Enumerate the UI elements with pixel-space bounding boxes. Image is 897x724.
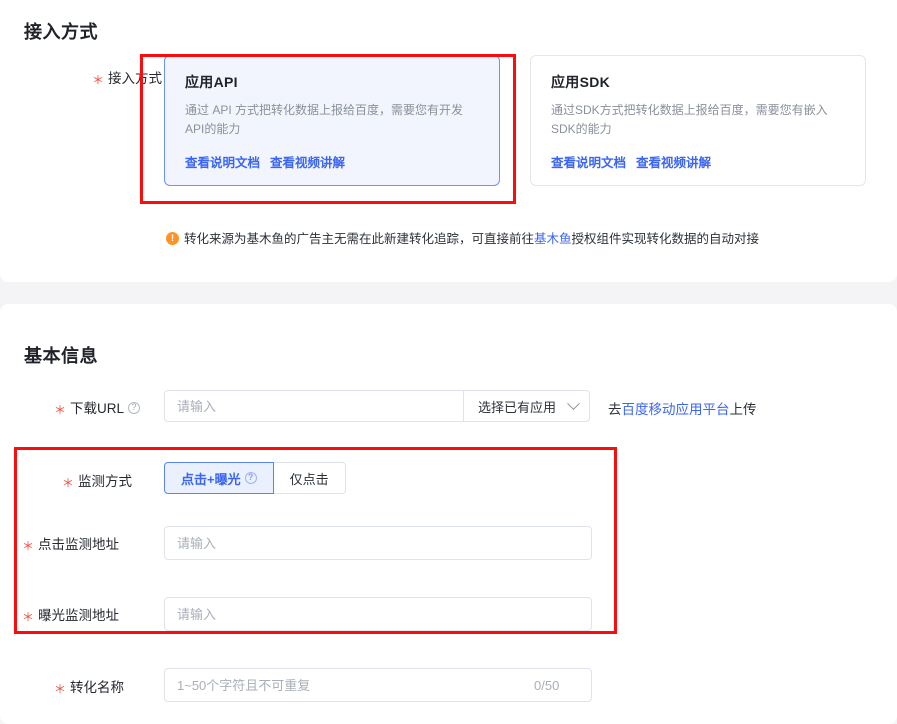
notice-text-before: 转化来源为基木鱼的广告主无需在此新建转化追踪，可直接前往 — [184, 232, 535, 246]
access-method-panel: 接入方式 ＊ 接入方式 应用API 通过 API 方式把转化数据上报给百度，需要您… — [0, 0, 897, 282]
help-icon[interactable] — [128, 401, 141, 414]
impression-monitor-url-label-text: 曝光监测地址 — [38, 608, 120, 623]
access-notice: 转化来源为基木鱼的广告主无需在此新建转化追踪，可直接前往基木鱼授权组件实现转化数… — [166, 228, 759, 247]
impression-monitor-url-input[interactable] — [164, 597, 592, 631]
required-star-icon: ＊ — [22, 539, 35, 553]
required-star-icon: ＊ — [22, 610, 35, 624]
conversion-name-label: ＊转化名称 — [54, 676, 124, 697]
access-method-field-label: ＊ 接入方式 — [62, 67, 162, 88]
monitor-mode-option-click-impression-label: 点击+曝光 — [181, 471, 241, 487]
conversion-name-label-text: 转化名称 — [70, 680, 125, 695]
download-url-label-text: 下载URL — [70, 401, 125, 416]
app-sdk-doc-link[interactable]: 查看说明文档 — [551, 156, 627, 170]
baidu-mobile-platform-link[interactable]: 百度移动应用平台 — [621, 402, 730, 417]
upload-suffix: 上传 — [729, 402, 757, 417]
option-card-app-api-description: 通过 API 方式把转化数据上报给百度，需要您有开发API的能力 — [185, 103, 464, 136]
option-card-app-sdk-description: 通过SDK方式把转化数据上报给百度，需要您有嵌入SDK的能力 — [551, 103, 828, 136]
option-card-app-sdk-links: 查看说明文档查看视频讲解 — [551, 152, 845, 171]
jimuyu-link[interactable]: 基木鱼 — [534, 232, 572, 246]
impression-monitor-url-label: ＊曝光监测地址 — [22, 604, 119, 625]
app-api-doc-link[interactable]: 查看说明文档 — [185, 156, 261, 170]
upload-prefix: 去 — [608, 402, 622, 417]
click-monitor-url-label-text: 点击监测地址 — [38, 537, 120, 552]
click-monitor-url-label: ＊点击监测地址 — [22, 533, 119, 554]
option-card-app-api-title: 应用API — [185, 74, 238, 90]
monitor-mode-label-text: 监测方式 — [78, 474, 133, 489]
chevron-down-icon — [567, 396, 580, 410]
monitor-mode-toggle-group: 点击+曝光 仅点击 — [164, 462, 346, 494]
access-method-label-text: 接入方式 — [108, 71, 162, 86]
basic-info-panel: 基本信息 ＊下载URL 选择已有应用 去百度移动应用平台上传 ＊监测方式 点击+… — [0, 304, 897, 724]
click-monitor-url-input[interactable] — [164, 526, 592, 560]
monitor-mode-option-click-only[interactable]: 仅点击 — [273, 462, 346, 494]
existing-app-select[interactable]: 选择已有应用 — [464, 390, 590, 422]
required-star-icon: ＊ — [54, 682, 67, 696]
monitor-mode-option-click-only-label: 仅点击 — [289, 471, 329, 487]
page-title: 接入方式 — [24, 22, 98, 42]
option-card-app-sdk-title: 应用SDK — [551, 74, 611, 90]
required-star-icon: ＊ — [62, 476, 75, 490]
required-star-icon: ＊ — [54, 403, 67, 417]
basic-info-title: 基本信息 — [24, 346, 98, 366]
upload-hint: 去百度移动应用平台上传 — [608, 398, 757, 418]
help-icon[interactable] — [244, 471, 257, 484]
option-card-app-api[interactable]: 应用API 通过 API 方式把转化数据上报给百度，需要您有开发API的能力 查… — [164, 55, 500, 186]
monitor-mode-option-click-impression[interactable]: 点击+曝光 — [164, 462, 274, 494]
download-url-label: ＊下载URL — [54, 397, 141, 418]
required-star-icon: ＊ — [91, 73, 104, 87]
download-url-input[interactable] — [164, 390, 464, 422]
option-card-app-api-links: 查看说明文档查看视频讲解 — [185, 152, 479, 171]
existing-app-select-label: 选择已有应用 — [478, 399, 557, 415]
app-sdk-video-link[interactable]: 查看视频讲解 — [636, 156, 712, 170]
conversion-name-input[interactable] — [164, 668, 592, 702]
conversion-name-counter: 0/50 — [534, 678, 560, 693]
monitor-mode-label: ＊监测方式 — [62, 470, 132, 491]
app-api-video-link[interactable]: 查看视频讲解 — [270, 156, 346, 170]
option-card-app-sdk[interactable]: 应用SDK 通过SDK方式把转化数据上报给百度，需要您有嵌入SDK的能力 查看说… — [530, 55, 866, 186]
notice-text-after: 授权组件实现转化数据的自动对接 — [571, 232, 760, 246]
warning-icon — [166, 231, 179, 245]
